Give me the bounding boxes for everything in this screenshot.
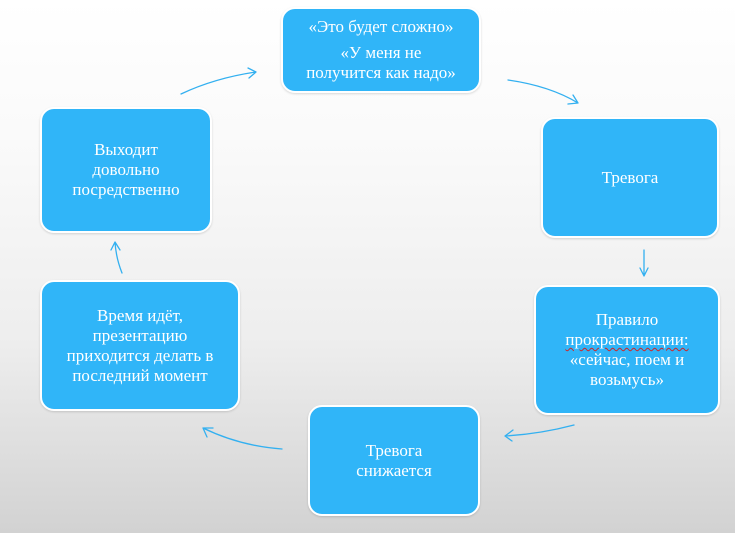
node-rule-line-3: «сейчас, поем и (569, 350, 685, 369)
node-thought-line-2: «У меня не (340, 43, 422, 62)
node-thought-line-1: «Это будет сложно» (308, 17, 454, 36)
node-time-passes: Время идёт, презентацию приходится делат… (40, 280, 240, 411)
node-anxiety-decreases: Тревога снижается (308, 405, 480, 516)
node-time-passes-line-3: приходится делать в (66, 345, 214, 365)
node-mediocre-line-1: Выходит (94, 140, 158, 159)
arrow-mediocre-result-to-thought (180, 67, 257, 95)
node-thought: «Это будет сложно» «У меня не получится … (281, 7, 481, 93)
node-rule-line-2: прокрастинации: (565, 330, 689, 349)
arrow-time-passes-to-mediocre-result (110, 241, 123, 274)
node-procrastination-rule: Правило прокрастинации: «сейчас, поем и … (534, 285, 720, 415)
node-mediocre-line-3: посредственно (72, 180, 180, 199)
node-rule-line-1: Правило (595, 310, 659, 329)
node-time-passes-line-2: презентацию (92, 325, 188, 345)
arrow-anxiety-decreases-to-time-passes (202, 427, 283, 450)
node-anxiety-decreases-line-2: снижается (356, 460, 432, 480)
node-time-passes-line-4: последний момент (72, 365, 208, 385)
node-rule-line-4: возьмусь» (590, 370, 664, 389)
node-thought-line-3: получится как надо» (306, 63, 456, 82)
node-time-passes-line-1: Время идёт, (97, 305, 183, 325)
arrow-anxiety-to-rule (639, 249, 649, 277)
node-anxiety: Тревога (541, 117, 719, 238)
node-anxiety-line-1: Тревога (601, 167, 659, 187)
node-mediocre-result: Выходит довольно посредственно (40, 107, 212, 233)
node-anxiety-decreases-line-1: Тревога (365, 440, 423, 460)
node-mediocre-line-2: довольно (92, 160, 160, 179)
arrow-rule-to-anxiety-decreases (504, 424, 575, 442)
arrow-thought-to-anxiety (507, 79, 579, 105)
